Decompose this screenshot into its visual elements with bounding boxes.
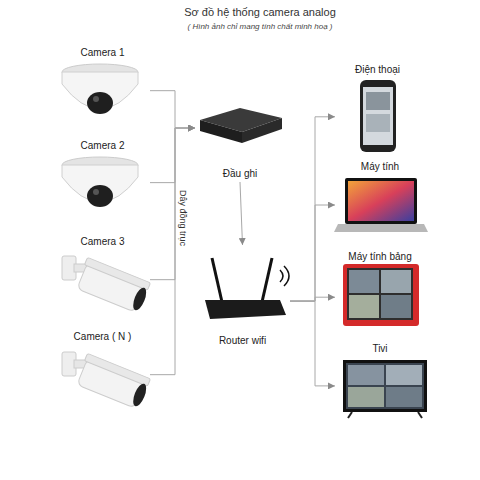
node-label: Tivi xyxy=(372,343,387,355)
node-label: Camera ( N ) xyxy=(74,331,132,343)
tablet-device xyxy=(343,264,419,326)
node-label: Máy tính xyxy=(361,161,399,173)
laptop-device xyxy=(345,178,417,224)
tv-device xyxy=(348,365,384,385)
bullet-camera xyxy=(75,353,151,409)
tablet-device xyxy=(381,270,411,293)
router-device xyxy=(212,258,222,302)
device-node: Máy tính xyxy=(335,161,425,241)
camera-node: Camera 1 xyxy=(55,47,150,131)
subtitle-note: ( Hình ảnh chỉ mang tính chất minh hoạ ) xyxy=(120,22,400,31)
router-node: Router wifi xyxy=(195,245,290,347)
connector-line xyxy=(240,182,243,245)
dvr-device xyxy=(200,120,242,143)
bullet-camera xyxy=(75,257,151,313)
dvr-device xyxy=(200,108,282,143)
camera-node: Camera ( N ) xyxy=(55,331,150,415)
diagram-title: Sơ đồ hệ thống camera analog xyxy=(120,6,400,18)
connector-line xyxy=(150,128,195,280)
node-label: Router wifi xyxy=(219,335,266,347)
dome-camera xyxy=(87,185,113,207)
device-node: Tivi xyxy=(335,343,425,421)
tablet-device xyxy=(347,268,413,320)
tv-device xyxy=(386,387,422,407)
tv-device xyxy=(386,365,422,385)
node-label: Đầu ghi xyxy=(223,168,257,180)
bullet-camera xyxy=(62,256,151,314)
laptop-device xyxy=(334,178,428,232)
tv-device xyxy=(346,363,424,409)
router-device xyxy=(205,258,289,319)
connector-line xyxy=(290,301,335,386)
laptop-device xyxy=(348,181,414,221)
connector-line xyxy=(290,117,335,301)
bullet-camera xyxy=(131,286,149,312)
tv-device xyxy=(343,360,427,418)
bullet-camera xyxy=(84,353,150,386)
router-device xyxy=(205,300,286,319)
dome-camera xyxy=(87,92,113,114)
device-node: Điện thoại xyxy=(335,64,420,160)
node-label: Máy tính bảng xyxy=(348,251,411,263)
bullet-camera xyxy=(62,352,151,410)
phone-device xyxy=(366,92,390,110)
phone-device xyxy=(360,80,396,152)
dome-camera xyxy=(62,157,138,207)
connector-line xyxy=(150,91,195,128)
dvr-device xyxy=(242,118,282,143)
cable-label: Dây đồng trục xyxy=(178,190,188,246)
tablet-device xyxy=(343,264,419,326)
node-label: Điện thoại xyxy=(355,64,400,76)
tablet-device xyxy=(349,295,379,318)
router-device xyxy=(280,270,283,282)
bullet-camera xyxy=(84,257,150,290)
device-node: Máy tính bảng xyxy=(335,251,425,335)
phone-device xyxy=(366,114,390,132)
camera-node: Camera 2 xyxy=(55,140,150,222)
router-device xyxy=(284,266,289,286)
connector-line xyxy=(290,297,335,301)
tablet-device xyxy=(349,270,379,293)
camera-node: Camera 3 xyxy=(55,236,150,320)
node-label: Camera 2 xyxy=(81,140,125,152)
tv-device xyxy=(418,412,422,418)
connector-line xyxy=(150,128,195,375)
laptop-device xyxy=(334,224,428,232)
phone-device xyxy=(360,80,396,152)
tv-device xyxy=(343,360,427,412)
tablet-device xyxy=(381,295,411,318)
tv-device xyxy=(348,412,352,418)
bullet-camera xyxy=(131,382,149,408)
dome-camera xyxy=(62,64,138,114)
node-label: Camera 3 xyxy=(81,236,125,248)
tv-device xyxy=(348,387,384,407)
connector-line xyxy=(290,205,335,301)
dome-camera xyxy=(93,189,99,195)
connector-line xyxy=(150,128,195,183)
phone-device xyxy=(363,87,393,145)
dome-camera xyxy=(93,96,99,102)
recorder-node: Đầu ghi xyxy=(195,100,285,180)
node-label: Camera 1 xyxy=(81,47,125,59)
router-device xyxy=(262,258,272,302)
